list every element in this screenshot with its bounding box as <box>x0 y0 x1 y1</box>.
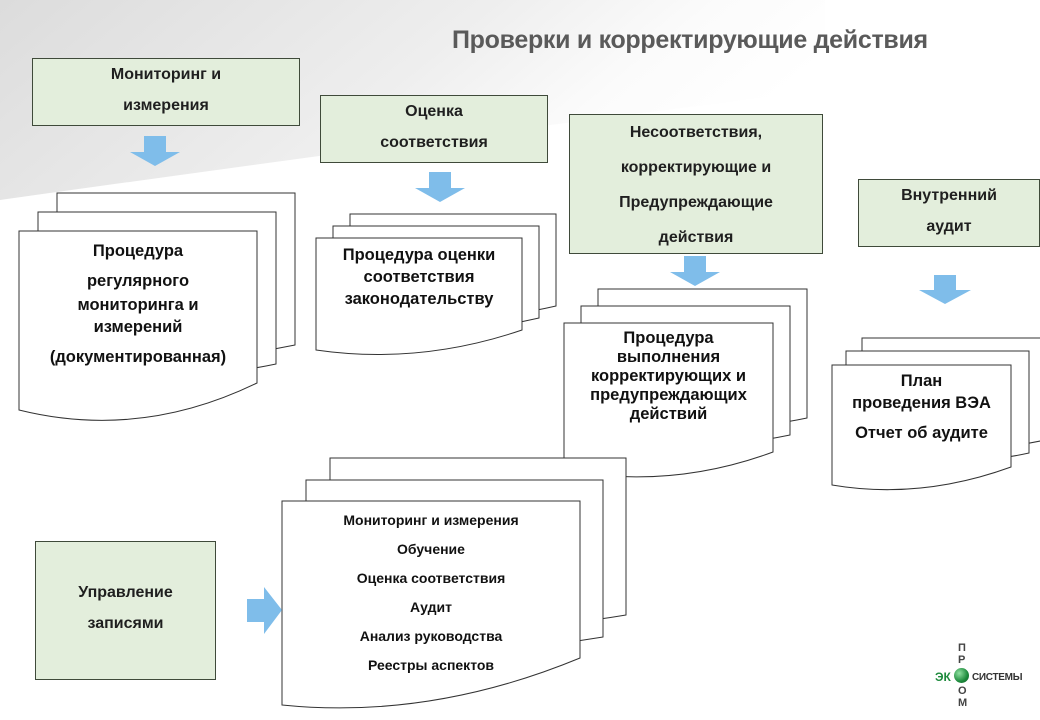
down-arrow <box>919 275 971 304</box>
doc-page-front <box>831 364 1012 491</box>
box-compliance: Оценка соответствия <box>320 95 548 163</box>
list-item: Аудит <box>410 599 452 615</box>
doc-page-front <box>315 237 523 355</box>
doc-compliance-procedure: Процедура оценки соответствия законодате… <box>342 246 496 308</box>
box-internal-audit: Внутренний аудит <box>858 179 1040 247</box>
doc-records-list: Мониторинг и измерения Обучение Оценка с… <box>282 506 580 680</box>
right-arrow <box>247 587 282 634</box>
doc-audit-documents: План проведения ВЭА Отчет об аудите <box>852 372 991 442</box>
doc-page-front <box>281 500 581 709</box>
box-monitoring: Мониторинг и измерения <box>32 58 300 126</box>
list-item: Оценка соответствия <box>356 570 506 586</box>
doc-page-front <box>18 230 258 421</box>
down-arrow <box>130 136 180 166</box>
list-item: Обучение <box>397 541 465 557</box>
doc-corrective-procedure: Процедура выполнения корректирующих и пр… <box>590 329 747 423</box>
box-nonconformity: Несоответствия, корректирующие и Предупр… <box>569 114 823 254</box>
logo: П Р ЭК СИСТЕМЫ О М <box>935 642 1023 709</box>
globe-icon <box>954 668 969 683</box>
list-item: Анализ руководства <box>359 628 503 644</box>
box-records: Управление записями <box>35 541 216 680</box>
page-title: Проверки и корректирующие действия <box>452 26 928 54</box>
list-item: Мониторинг и измерения <box>343 512 519 528</box>
down-arrow <box>415 172 465 202</box>
list-item: Реестры аспектов <box>367 657 495 673</box>
doc-monitoring-procedure: Процедура регулярного мониторинга и изме… <box>49 242 227 366</box>
down-arrow <box>670 256 720 286</box>
